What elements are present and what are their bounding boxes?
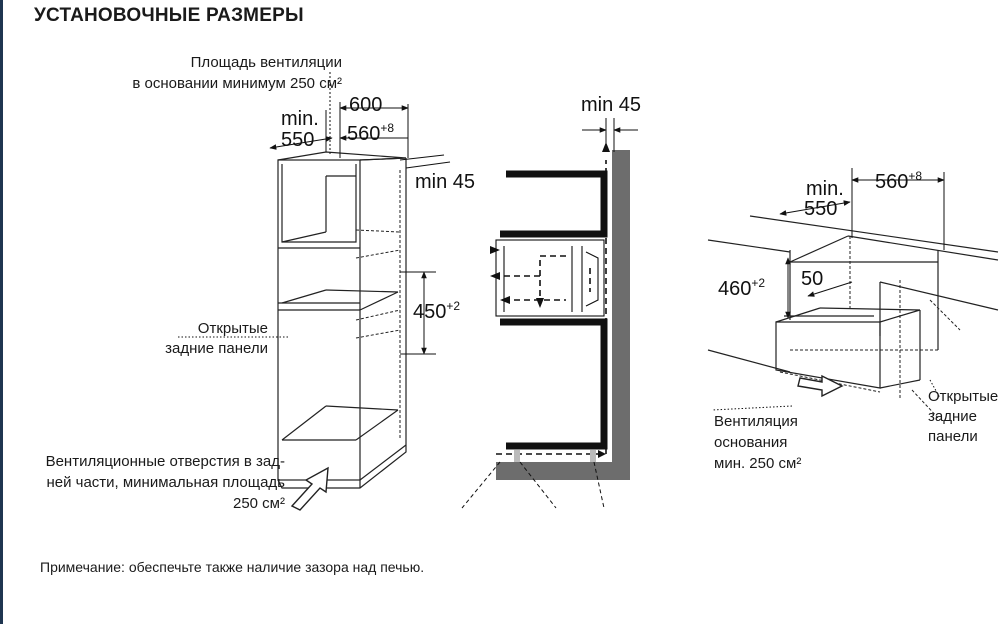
vent-top-line1: Площадь вентиляции [191,54,342,71]
width-560-left: 560+8 [347,121,394,145]
vent-arrow-right [797,374,844,398]
tall-cabinet [277,151,407,489]
open-panels-right-line2: задние [928,408,977,425]
min-label-right: min. [806,178,844,200]
height-460: 460+2 [718,276,765,300]
min-label-left: min. [281,108,319,130]
width-600: 600 [349,94,382,116]
vent-right-line2: основания [714,434,787,451]
width-560-right: 560+8 [875,169,922,193]
min-value-left: 550 [281,129,314,151]
gap-label-middle: min 45 [581,94,641,116]
vent-right-line1: Вентиляция [714,413,798,430]
vent-bottom-line2: ней части, минимальная площадь [46,474,285,491]
open-panels-left-line2: задние панели [165,340,268,357]
left-edge-bar [0,0,3,624]
depth-45-left: min 45 [415,171,475,193]
vent-top-line2: в основании минимум 250 см² [132,75,342,92]
vent-bottom-line3: 250 см² [233,495,285,512]
right-dimensions [711,168,945,411]
footnote: Примечание: обеспечьте также наличие заз… [40,559,425,575]
page-title: УСТАНОВОЧНЫЕ РАЗМЕРЫ [34,5,304,26]
cabinet-front [277,159,361,481]
floor [496,462,630,480]
vent-arrow-left [290,466,329,511]
open-panels-right-line1: Открытые [928,388,998,405]
airflow-section [461,118,638,509]
height-450: 450+2 [413,299,460,323]
min-value-right: 550 [804,198,837,220]
left-dimensions [178,72,451,355]
depth-50: 50 [801,268,823,290]
vent-bottom-line1: Вентиляционные отверстия в зад- [46,453,285,470]
open-panels-right-line3: панели [928,428,978,445]
open-panels-left-line1: Открытые [198,320,268,337]
vent-right-line3: мин. 250 см² [714,455,801,472]
wall [612,150,630,480]
